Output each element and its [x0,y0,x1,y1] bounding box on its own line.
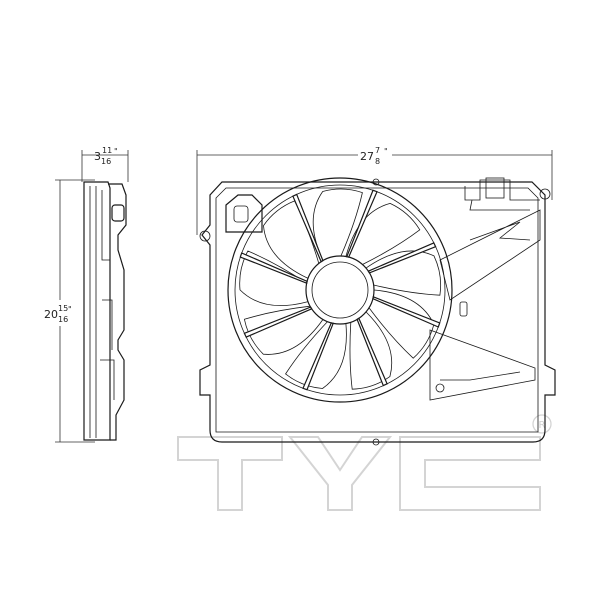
depth-unit: " [114,147,118,156]
height-whole: 20 [44,308,58,321]
depth-numerator: 11 [102,146,112,155]
motor-spoke [345,189,378,258]
fan-hub-outer [305,255,375,325]
motor-spoke [367,242,437,274]
fan-blade [239,250,309,307]
fan-shroud-inner [234,184,446,396]
motor-spoke [243,306,313,338]
registered-mark-icon [532,414,552,434]
height-unit: " [68,305,72,314]
front-view [199,177,556,446]
fan-blade [285,321,347,389]
motor-spoke [302,322,335,391]
watermark-letter-c [399,436,541,511]
fan-shroud-outer [227,177,453,403]
depth-dimension: 3 11 16 " [81,146,129,182]
fan-blade [312,188,363,261]
side-view [83,181,127,441]
watermark-letter-y [287,436,393,511]
fan-blade [243,305,324,355]
fan-blade [365,250,442,296]
width-denominator: 8 [375,157,380,166]
registered-mark-text: R [539,420,546,431]
depth-denominator: 16 [101,157,111,166]
motor-spoke [372,295,441,328]
fan-hub-inner [311,261,369,319]
height-dimension: 20 15 16 " [44,179,95,443]
motor-spoke [239,252,308,285]
width-unit: " [384,147,388,156]
motor-spoke [356,317,388,387]
motor-spokes [239,189,441,391]
fan-blades [239,188,442,390]
width-whole: 27 [360,150,374,163]
width-numerator: 7 [375,146,380,155]
watermark-letter-t [177,436,283,511]
depth-whole: 3 [94,150,101,163]
fan-blade [349,311,393,390]
fan-blade [368,289,435,359]
tyc-watermark: R [177,414,552,511]
motor-spoke [292,193,324,263]
height-numerator: 15 [58,304,68,313]
height-denominator: 16 [58,315,68,324]
width-dimension: 27 7 8 " [196,146,553,235]
